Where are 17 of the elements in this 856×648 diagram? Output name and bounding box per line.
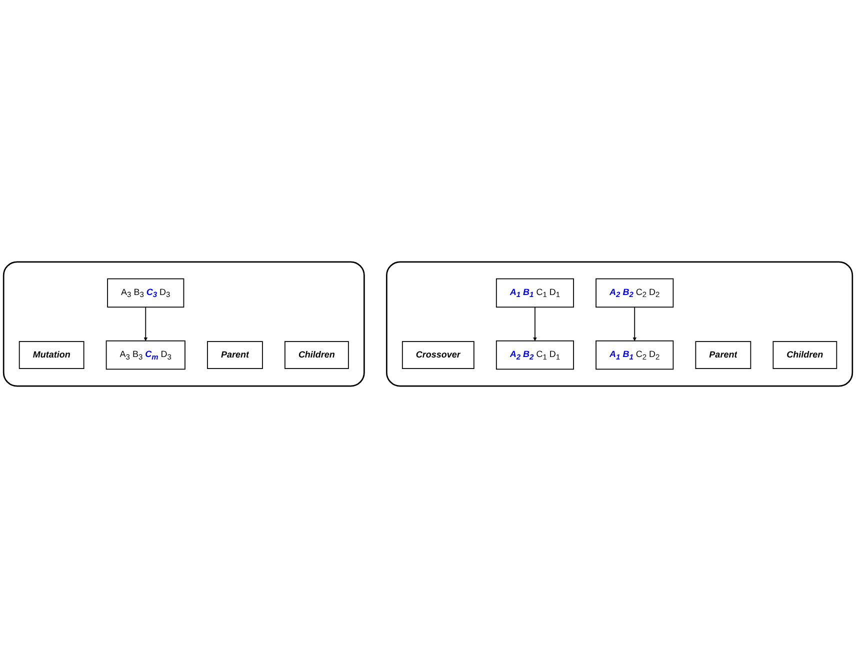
node-box: A$_{2}$ B$_{2}$ C$_{2}$ D$_{2}$ — [596, 278, 674, 308]
arrow — [144, 306, 148, 342]
node-box: A$_{3}$ B$_{3}$ C$_{m}$ D$_{3}$ — [106, 340, 186, 370]
arrow — [533, 306, 537, 342]
node-box: A$_{1}$ B$_{1}$ C$_{1}$ D$_{1}$ — [496, 278, 574, 308]
node-box: A$_{1}$ B$_{1}$ C$_{2}$ D$_{2}$ — [596, 340, 674, 370]
arrow — [632, 306, 637, 342]
node-box: A$_{2}$ B$_{2}$ C$_{1}$ D$_{1}$ — [496, 340, 574, 370]
node-box: Children — [772, 341, 838, 369]
node-box: Parent — [695, 341, 752, 369]
node-box: Mutation — [18, 341, 84, 369]
cluster — [386, 261, 854, 387]
node-box: A$_{3}$ B$_{3}$ C$_{3}$ D$_{3}$ — [107, 278, 184, 308]
node-box: Children — [284, 341, 349, 369]
node-box: Parent — [207, 341, 263, 369]
node-box: Crossover — [402, 341, 474, 369]
cluster — [2, 261, 365, 387]
